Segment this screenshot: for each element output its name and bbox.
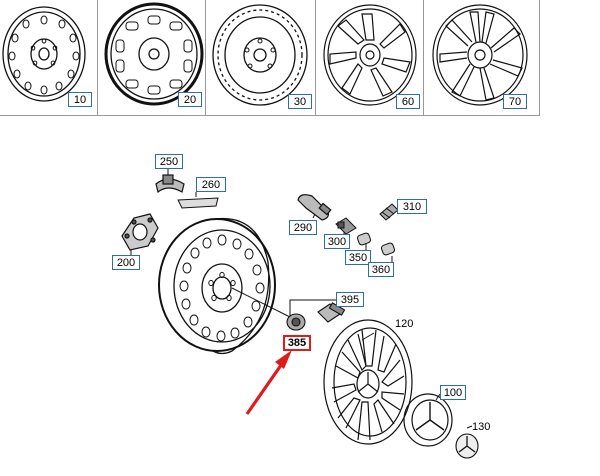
hub-cap-100-icon[interactable] — [403, 393, 453, 447]
balance-weight-adhesive-260-icon[interactable] — [177, 197, 219, 209]
part-360-label[interactable]: 360 — [368, 262, 394, 277]
hub-adapter-200-icon[interactable] — [121, 213, 159, 251]
variant-30-label[interactable]: 30 — [288, 94, 312, 109]
balance-weight-clip-250-icon[interactable] — [155, 174, 185, 194]
variant-60-label[interactable]: 60 — [396, 94, 420, 109]
part-395-label[interactable]: 395 — [336, 292, 364, 307]
part-385-label-highlighted[interactable]: 385 — [283, 335, 311, 351]
variant-10-label[interactable]: 10 — [68, 92, 92, 107]
part-200-label[interactable]: 200 — [112, 255, 140, 270]
tire-pressure-sensor-290-icon[interactable] — [297, 194, 332, 221]
valve-core-360-icon[interactable] — [380, 242, 396, 256]
part-100-label[interactable]: 100 — [440, 385, 466, 400]
wheel-variant-20-icon[interactable] — [104, 2, 204, 106]
emblem-star-130-icon[interactable] — [455, 433, 479, 459]
valve-stem-310-icon[interactable] — [379, 203, 399, 221]
part-300-label[interactable]: 300 — [324, 234, 350, 249]
variant-70-label[interactable]: 70 — [503, 94, 527, 109]
wheel-cover-120-icon[interactable] — [323, 319, 413, 445]
valve-cap-350-icon[interactable] — [356, 232, 372, 246]
part-290-label[interactable]: 290 — [289, 220, 317, 235]
wheel-nut-385-icon[interactable] — [286, 313, 306, 331]
wheel-variant-60-icon[interactable] — [323, 4, 417, 106]
variant-strip-frame — [0, 0, 540, 116]
sensor-valve-nut-300-icon[interactable] — [335, 217, 357, 235]
part-260-label[interactable]: 260 — [196, 177, 226, 192]
part-120-label[interactable]: 120 — [395, 318, 414, 330]
part-130-label[interactable]: 130 — [472, 421, 491, 433]
part-310-label[interactable]: 310 — [397, 199, 427, 214]
main-steel-wheel-drawing — [158, 217, 293, 355]
wheel-bolt-395-icon[interactable] — [317, 302, 346, 323]
wheel-variant-70-icon[interactable] — [432, 4, 528, 106]
wheel-variant-10-icon[interactable] — [2, 6, 86, 102]
variant-20-label[interactable]: 20 — [178, 92, 202, 107]
part-250-label[interactable]: 250 — [155, 154, 183, 169]
highlight-arrow-icon — [245, 350, 292, 415]
wheel-variant-30-icon[interactable] — [212, 4, 308, 106]
part-350-label[interactable]: 350 — [345, 250, 371, 265]
